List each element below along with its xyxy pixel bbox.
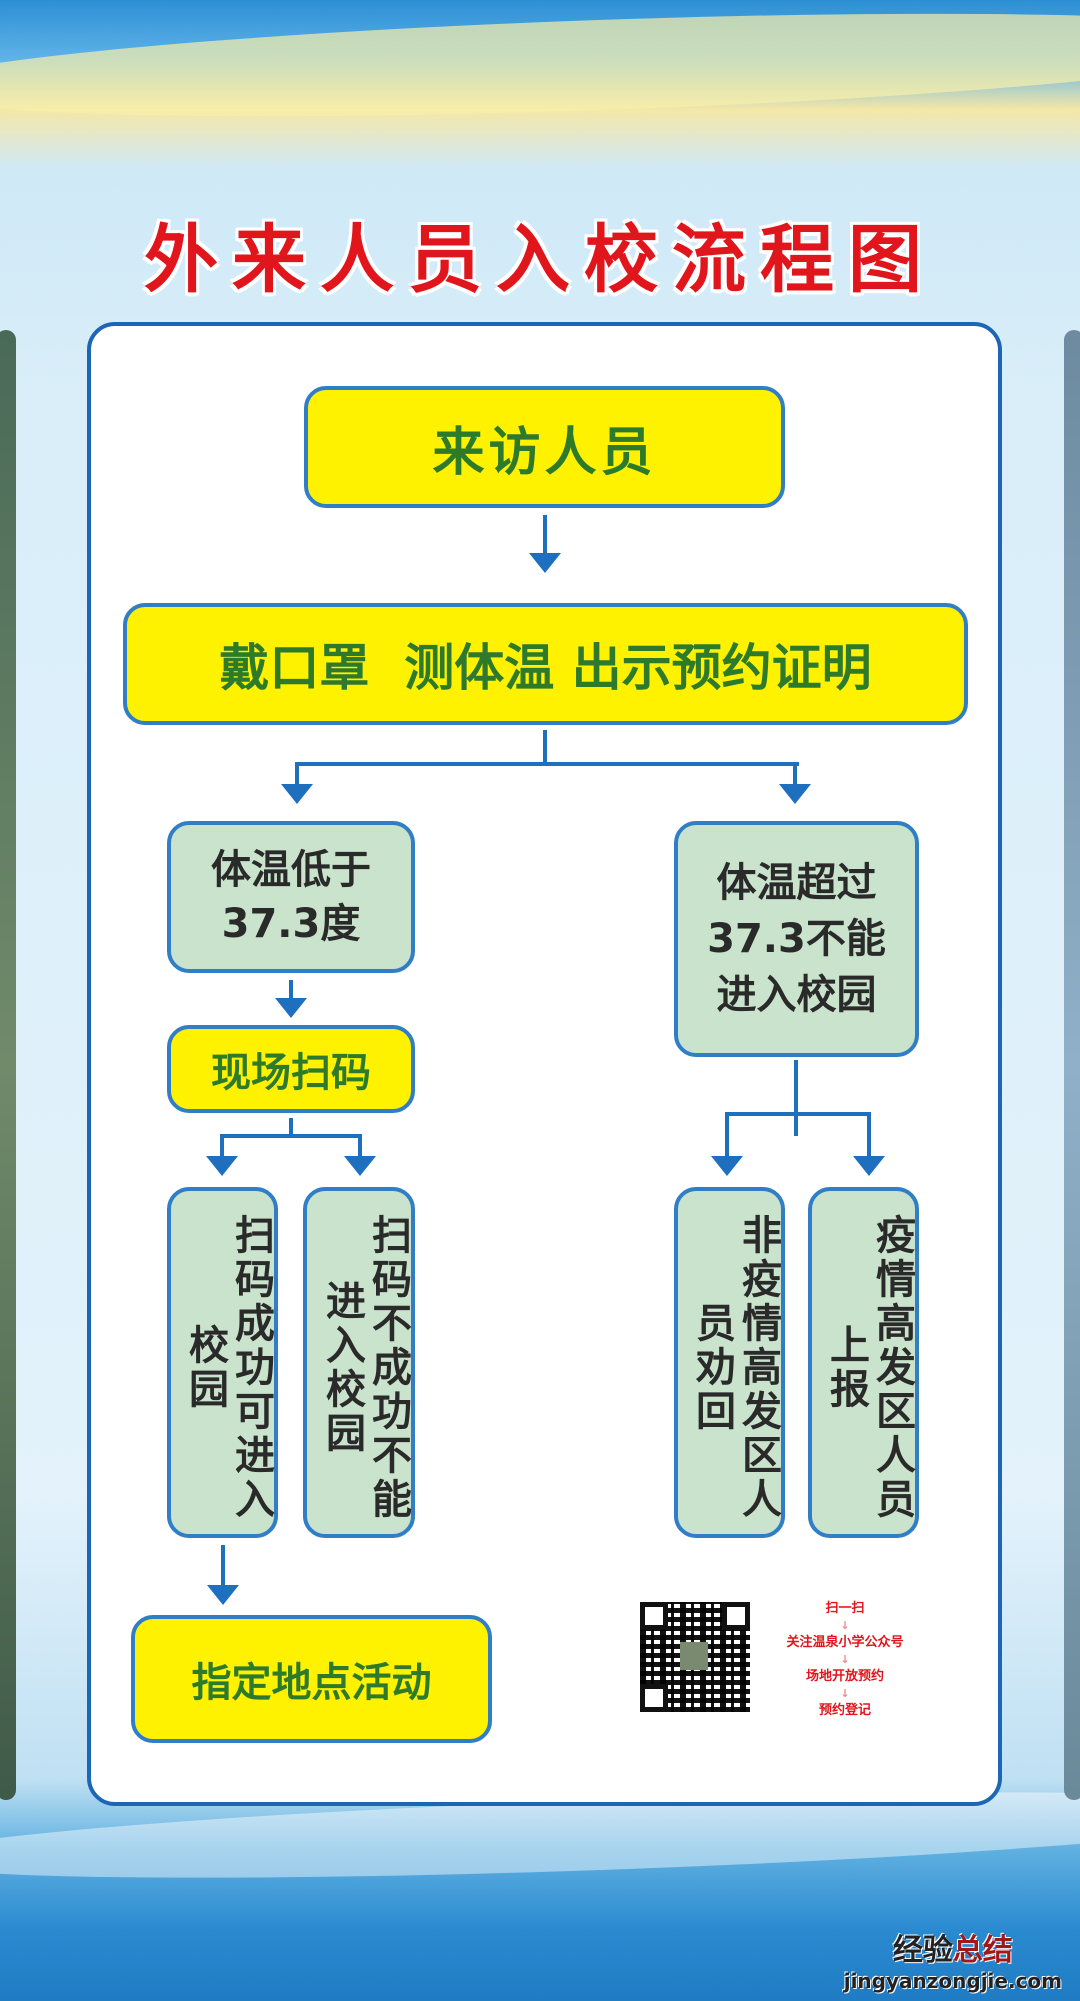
connector: [289, 980, 293, 1000]
connector: [543, 730, 547, 766]
temp-high-box: 体温超过37.3不能进入校园: [674, 821, 919, 1057]
watermark-cn-a: 经验: [892, 1933, 953, 1968]
designated-area-box: 指定地点活动: [131, 1615, 492, 1743]
step-arrow-icon: ↓: [840, 1687, 850, 1700]
step-arrow-icon: ↓: [840, 1653, 850, 1666]
watermark-url: jingyanzongjie.com: [843, 1969, 1062, 1993]
temp-high-text: 体温超过37.3不能进入校园: [707, 860, 886, 1018]
page-title: 外来人员入校流程图: [144, 217, 936, 303]
arrow-down-icon: [281, 784, 313, 804]
step: 预约登记: [818, 1703, 871, 1718]
watermark-cn-b: 总结: [952, 1933, 1013, 1968]
temp-low-text: 体温低于37.3度: [211, 847, 371, 947]
watermark: 经验总结 jingyanzongjie.com: [844, 1925, 1062, 1993]
visitor-box: 来访人员: [304, 386, 785, 508]
watermark-cn: 经验总结: [844, 1925, 1062, 1969]
connector: [221, 1545, 225, 1587]
reservation-steps: 扫一扫 ↓ 关注温泉小学公众号 ↓ 场地开放预约 ↓ 预约登记: [760, 1600, 930, 1719]
connector: [295, 762, 299, 786]
connector: [793, 762, 797, 786]
step: 场地开放预约: [805, 1669, 884, 1684]
high-risk-box: 疫情高发区人员上报: [808, 1187, 919, 1538]
connector: [289, 1118, 293, 1138]
arrow-down-icon: [529, 553, 561, 573]
scan-ok-box: 扫码成功可进入校园: [167, 1187, 278, 1538]
scan-fail-box: 扫码不成功不能进入校园: [303, 1187, 415, 1538]
arrow-down-icon: [344, 1156, 376, 1176]
connector: [794, 1060, 798, 1136]
scan-box: 现场扫码: [167, 1025, 415, 1113]
qr-code[interactable]: [640, 1602, 750, 1712]
non-high-risk-box: 非疫情高发区人员劝回: [674, 1187, 785, 1538]
arrow-down-icon: [275, 998, 307, 1018]
temp-low-box: 体温低于37.3度: [167, 821, 415, 973]
connector: [725, 1112, 729, 1158]
left-photo-edge: [0, 330, 16, 1800]
connector: [220, 1134, 224, 1158]
arrow-down-icon: [206, 1156, 238, 1176]
connector: [358, 1134, 362, 1158]
arrow-down-icon: [207, 1585, 239, 1605]
connector: [543, 515, 547, 555]
step: 关注温泉小学公众号: [786, 1635, 904, 1650]
arrow-down-icon: [711, 1156, 743, 1176]
check-box: 戴口罩 测体温 出示预约证明: [123, 603, 968, 725]
connector: [867, 1112, 871, 1158]
arrow-down-icon: [853, 1156, 885, 1176]
connector: [295, 762, 799, 766]
step-arrow-icon: ↓: [840, 1619, 850, 1632]
step: 扫一扫: [825, 1601, 865, 1616]
right-photo-edge: [1064, 330, 1080, 1800]
connector: [220, 1134, 362, 1138]
arrow-down-icon: [779, 784, 811, 804]
bg-band: [0, 0, 1080, 135]
connector: [725, 1112, 871, 1116]
